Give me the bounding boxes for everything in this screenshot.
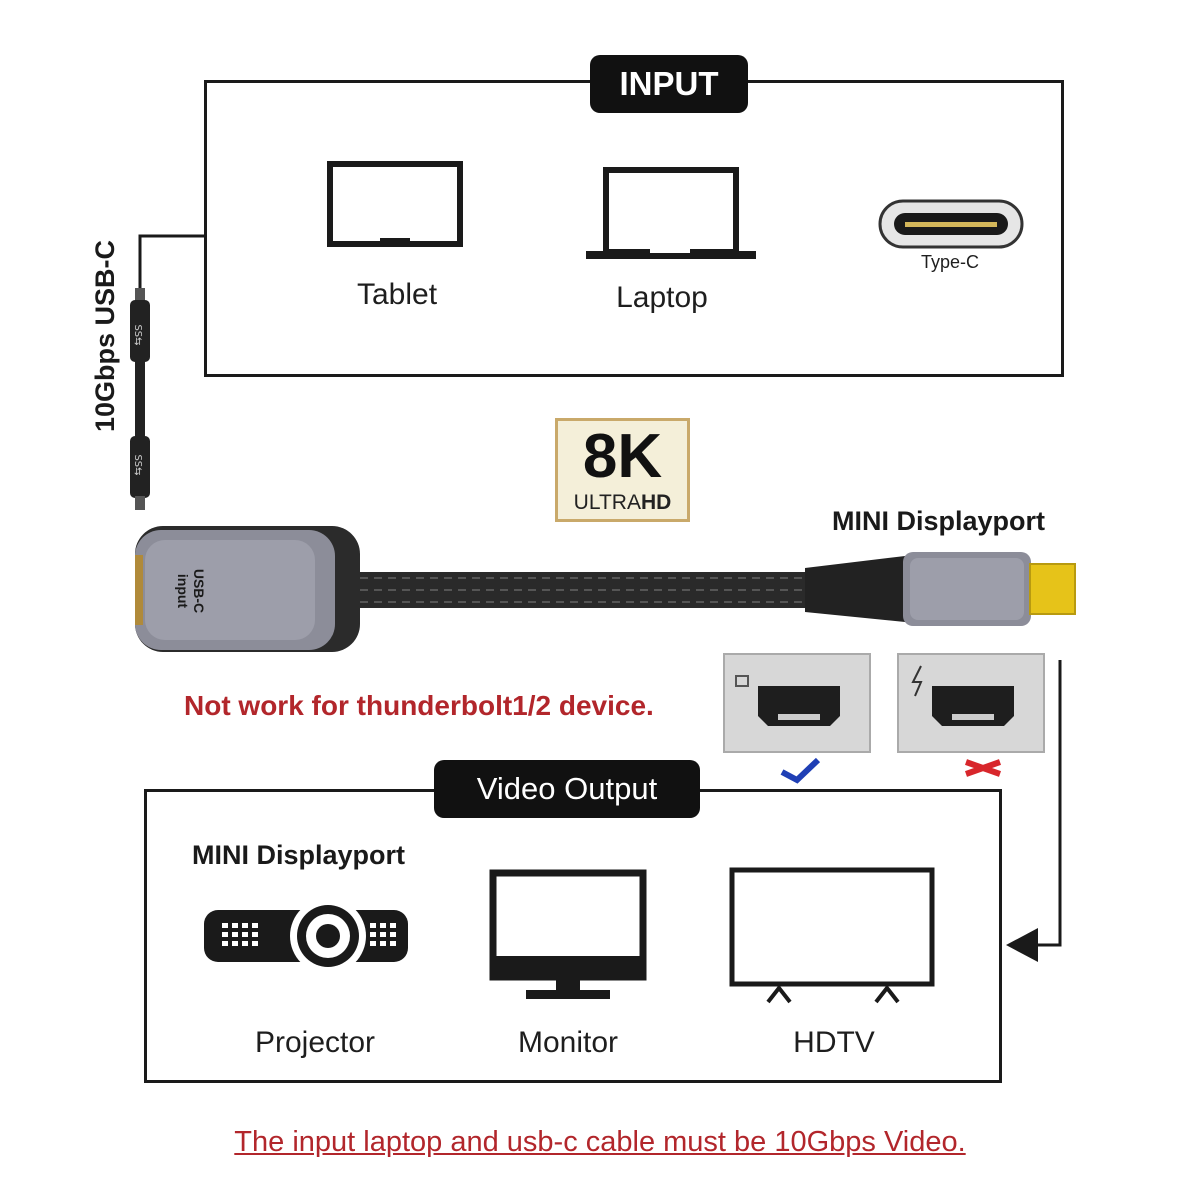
projector-icon xyxy=(204,898,408,974)
badge-sub: ULTRAHD xyxy=(558,491,687,515)
connector-line xyxy=(138,234,205,290)
tablet-icon xyxy=(327,161,463,247)
adapter-cable-icon xyxy=(135,526,1076,652)
monitor-icon xyxy=(489,869,647,999)
thunderbolt-port-card xyxy=(897,653,1045,753)
monitor-label: Monitor xyxy=(517,1026,619,1059)
thunderbolt-warning: Not work for thunderbolt1/2 device. xyxy=(184,690,654,721)
arrow-left-icon xyxy=(1006,928,1038,962)
svg-text:SS⇆: SS⇆ xyxy=(132,454,143,475)
svg-text:SS⇆: SS⇆ xyxy=(132,324,143,345)
footer-note: The input laptop and usb-c cable must be… xyxy=(234,1126,966,1158)
output-heading: MINI Displayport xyxy=(192,840,406,870)
input-title: INPUT xyxy=(590,55,748,113)
cable-speed-label: 10Gbps USB-C xyxy=(90,239,120,433)
hdtv-icon xyxy=(729,867,935,1004)
output-connector-line xyxy=(1030,660,1062,947)
badge-ultra-text: ULTRA xyxy=(573,491,641,514)
type-c-port-icon xyxy=(878,199,1024,249)
mini-dp-port-card xyxy=(723,653,871,753)
usb-c-cable-icon: SS⇆ SS⇆ xyxy=(130,288,150,510)
cross-icon xyxy=(965,759,1001,777)
badge-main-text: 8K xyxy=(582,422,663,491)
8k-ultra-hd-badge: 8K ULTRAHD xyxy=(555,418,690,522)
hdtv-label: HDTV xyxy=(793,1026,875,1059)
laptop-icon xyxy=(586,167,756,259)
output-title: Video Output xyxy=(434,760,700,818)
projector-label: Projector xyxy=(254,1026,376,1059)
badge-hd-text: HD xyxy=(640,491,672,514)
adapter-input-label: USB-C input xyxy=(161,555,207,627)
tablet-label: Tablet xyxy=(356,278,438,311)
input-box xyxy=(204,80,1064,377)
check-icon xyxy=(780,757,821,784)
type-c-label: Type-C xyxy=(920,252,980,272)
laptop-label: Laptop xyxy=(616,281,708,314)
mini-dp-output-label: MINI Displayport xyxy=(832,506,1046,536)
adapter-input-line1: USB-C xyxy=(191,568,207,614)
adapter-input-line2: input xyxy=(175,573,191,609)
